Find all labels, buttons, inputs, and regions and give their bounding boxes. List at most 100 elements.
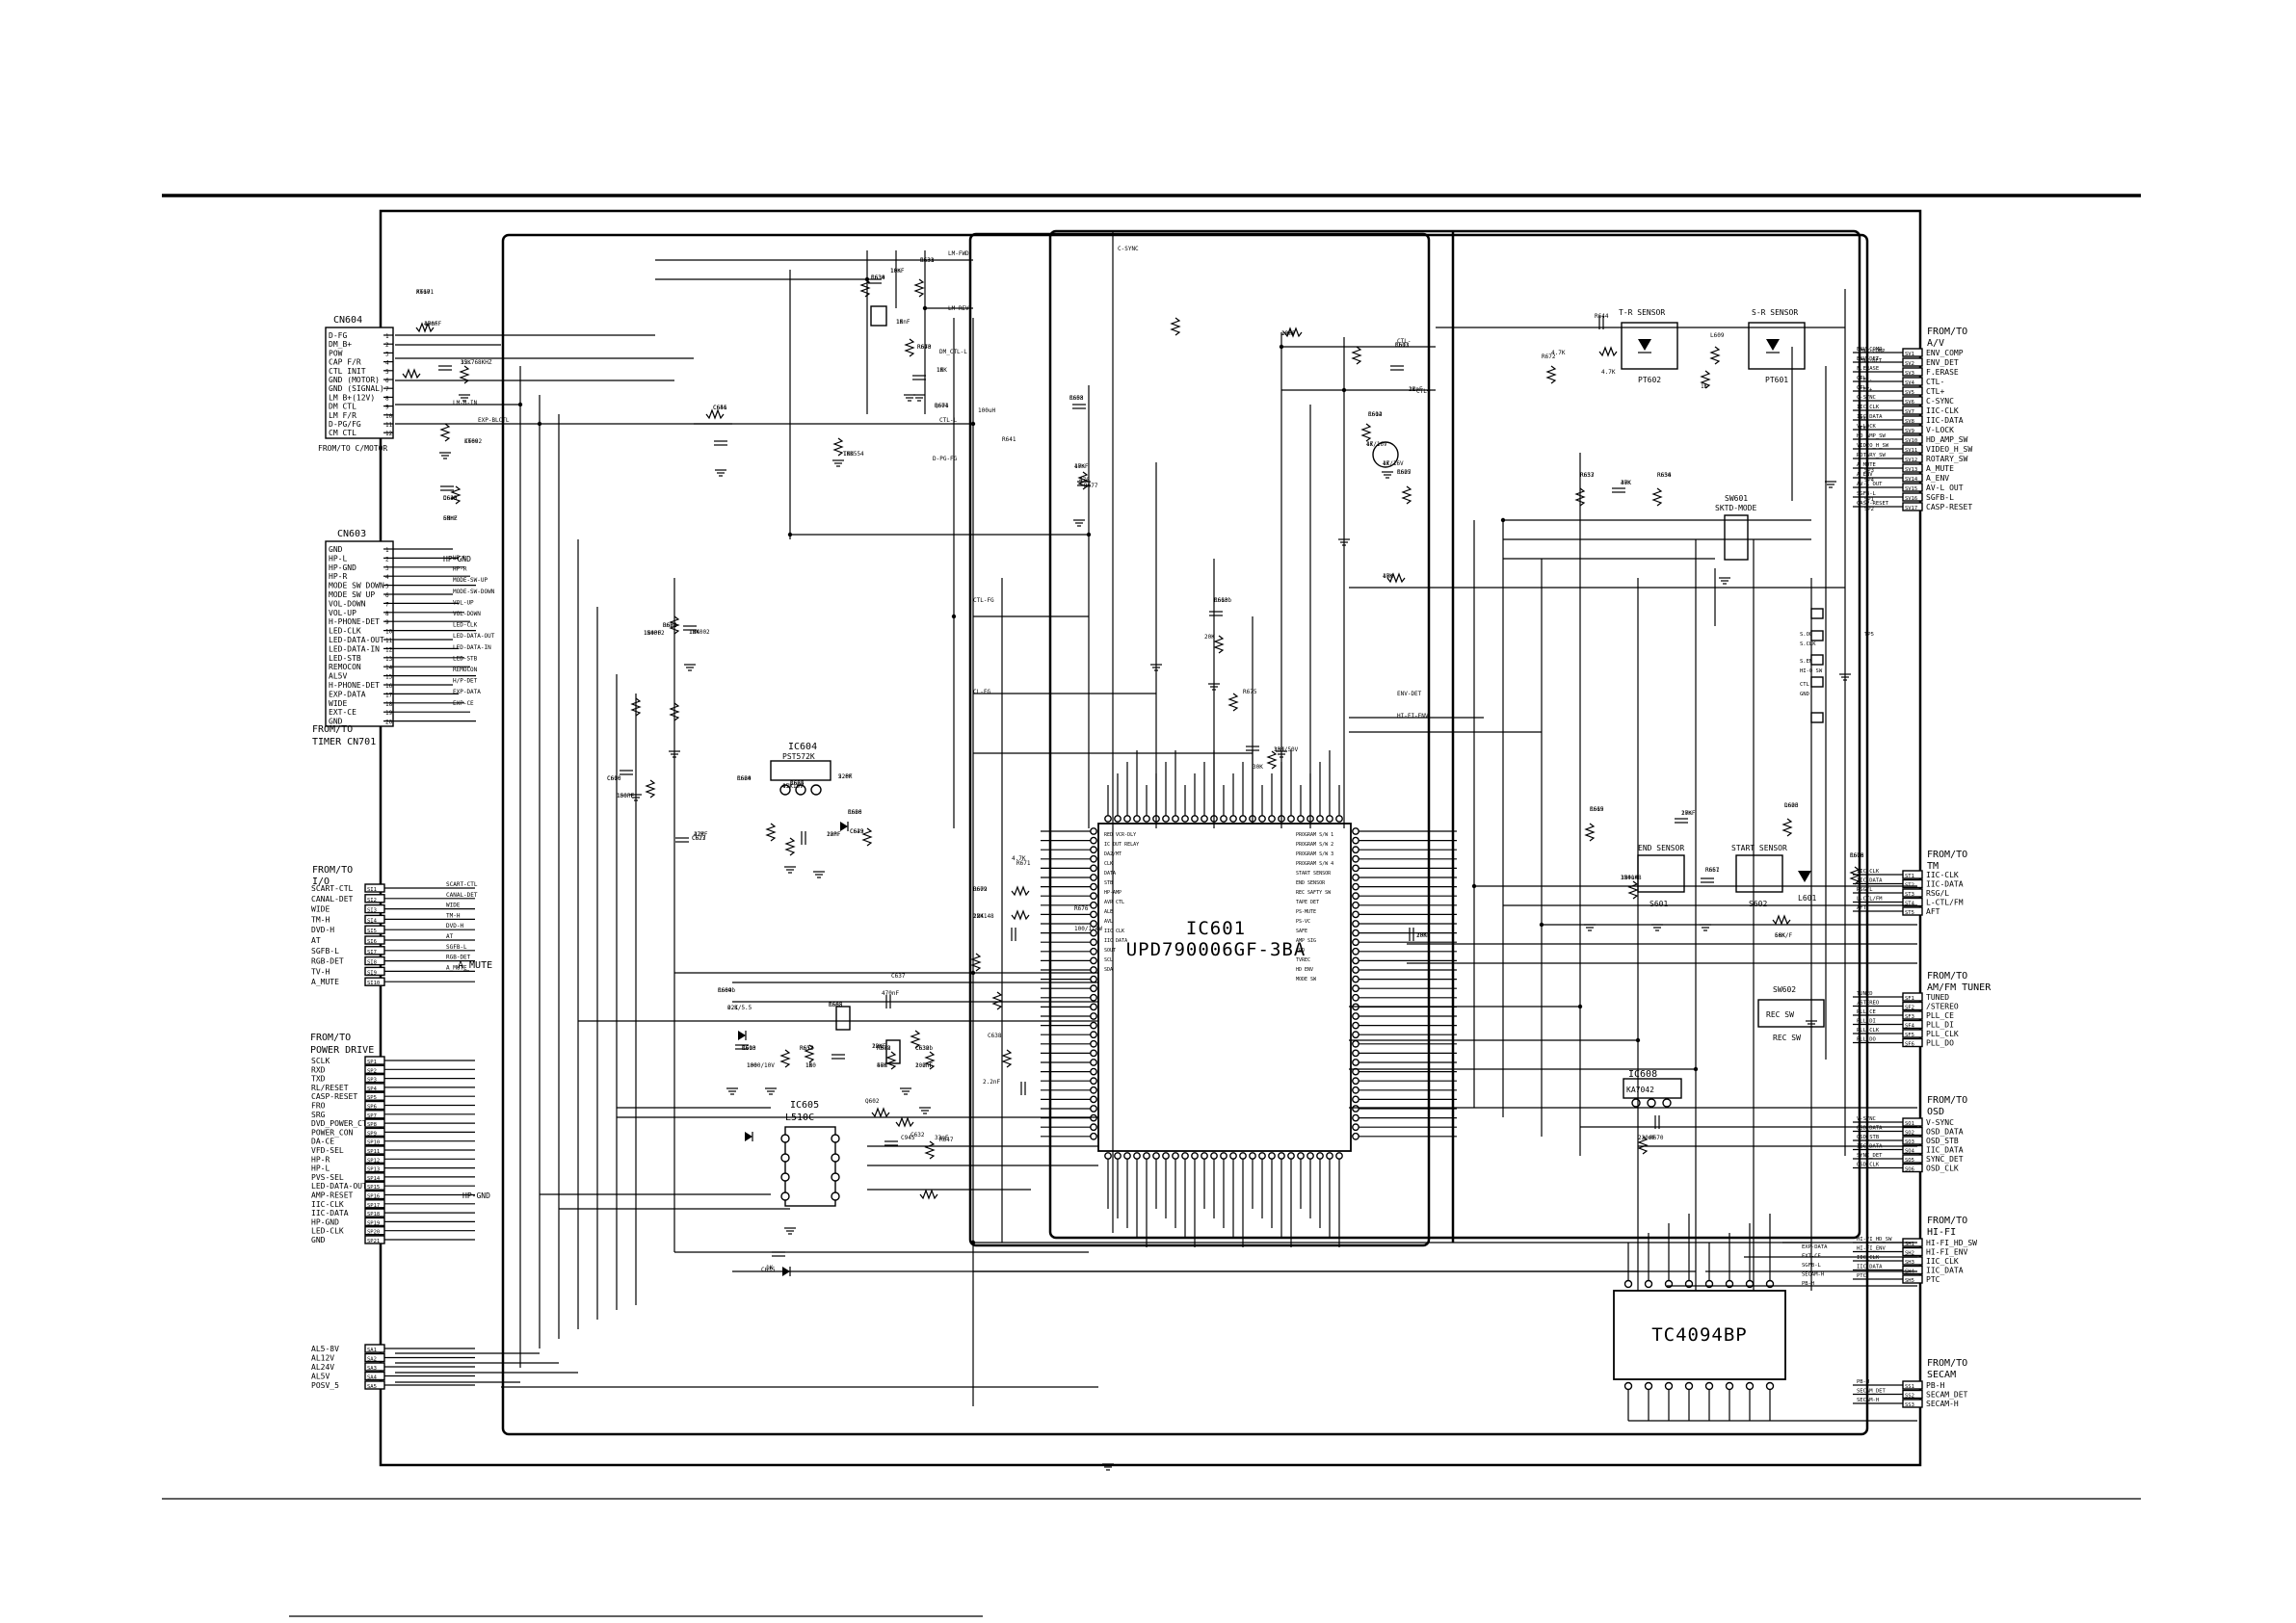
ic601-pin-bottom — [1239, 1152, 1247, 1160]
power-pin-id: SP3 — [367, 1078, 377, 1084]
ic601-right-text: HD ENV — [1296, 967, 1313, 973]
cn603-pin-label: HP-GND — [329, 563, 356, 572]
cn604-pin-label: CTL INIT — [329, 367, 366, 376]
component-value: 33nF — [935, 1135, 949, 1141]
tm-pin-label: RSG/L — [1926, 889, 1949, 898]
led-l601: L601 — [1798, 871, 1816, 903]
ic604-body — [770, 760, 831, 781]
cn604-pin-number: 2 — [385, 342, 389, 349]
cn604-pin-number: 12 — [385, 431, 393, 437]
ic601-pin-left — [1090, 1105, 1097, 1113]
component-value: 56K — [877, 1062, 887, 1069]
ic601-pin-left — [1090, 966, 1097, 974]
av-pin-net: SGFB-L — [1857, 491, 1877, 497]
component-ref: R668 — [829, 1002, 843, 1008]
component-value: 22PF — [694, 831, 708, 838]
cn603-pin-number: 6 — [385, 592, 389, 599]
junction-dot — [1539, 922, 1544, 928]
resistor-symbol — [913, 278, 925, 298]
s-sensor: S-R SENSOR PT601 — [1748, 308, 1806, 384]
ic601-pin-bottom — [1326, 1152, 1333, 1160]
io-pin-net: RGB-DET — [446, 955, 471, 961]
cn603-pin-number: 11 — [385, 638, 393, 644]
component-value: 22PF — [838, 773, 853, 780]
av-pin-net: CTL- — [1857, 376, 1869, 381]
ic601-pin-right — [1352, 892, 1359, 901]
component-value: 1K — [896, 319, 904, 326]
component-ref: R657 — [1580, 472, 1595, 479]
ic601-right-text: PS-MUTE — [1296, 909, 1316, 915]
power-pin-id: SP7 — [367, 1113, 377, 1119]
test-point-box — [1810, 712, 1824, 723]
ic601-pin-top — [1220, 815, 1227, 823]
resistor-symbol — [669, 615, 680, 635]
ic601-pin-bottom — [1258, 1152, 1266, 1160]
junction-dot — [970, 970, 976, 976]
component-value: 470nF — [882, 990, 899, 997]
cn603-pin-label: LED-CLK — [329, 627, 361, 636]
ic605-pin-left — [780, 1134, 790, 1143]
secam-pin-net: SECAM-H — [1857, 1398, 1879, 1403]
cn604-title: CN604 — [333, 315, 362, 326]
net-label-mid: CTL-FG — [973, 597, 994, 604]
resistor-symbol — [779, 1049, 791, 1068]
cn603-pin-label: H-PHONE-DET — [329, 681, 380, 690]
osd-header-1: FROM/TO — [1927, 1095, 1967, 1106]
component-value: 10nF — [890, 268, 905, 275]
cn603-pin-number: 2 — [385, 556, 389, 563]
ic601-body — [1097, 823, 1352, 1152]
component-ref: C627 — [692, 835, 706, 842]
cn603-net-label: LED-STB — [453, 655, 478, 662]
ic601-pin-right — [1352, 864, 1359, 873]
power-header-1: FROM/TO — [310, 1033, 351, 1043]
board-frame — [379, 209, 1922, 1467]
component-value: 470 — [1079, 477, 1090, 484]
ic601-pin-top — [1191, 815, 1199, 823]
t-sensor-diode — [1638, 339, 1651, 351]
ic601-pin-top — [1287, 815, 1295, 823]
tm-pin-label: IIC-CLK — [1926, 871, 1959, 879]
component-ref: C646 — [713, 405, 727, 411]
cn603-pin-number: 9 — [385, 619, 389, 626]
component-value: 10K — [1274, 746, 1284, 753]
net-label-top: LM-FWD — [948, 250, 969, 257]
tuner-pin-id: SF3 — [1905, 1014, 1914, 1020]
osd-pin-net: OSD_CLK — [1857, 1163, 1880, 1168]
resistor-symbol — [1011, 909, 1030, 921]
component-value: 100nF — [617, 793, 634, 799]
component-ref: C624 — [790, 780, 805, 787]
resistor-symbol — [919, 1189, 938, 1200]
sw602-label: SW602 — [1773, 985, 1796, 994]
av-pin-id: SV13 — [1905, 467, 1917, 473]
cn604-pin-label: GND (SIGNAL) — [329, 384, 384, 393]
component-value: 10nF — [896, 319, 910, 326]
net-label-mid: CTL+ — [1416, 388, 1431, 395]
cn604-pin-number: 4 — [385, 360, 389, 367]
tuner-pin-id: SF5 — [1905, 1033, 1914, 1038]
power-pin-id: SP8 — [367, 1122, 377, 1128]
power-pin-label: IIC-DATA — [311, 1209, 349, 1217]
ic601-left-text: IIC CLK — [1104, 929, 1124, 934]
av-pin-net: CTL+ — [1857, 385, 1870, 391]
ic601-pin-right — [1352, 874, 1359, 881]
ic601-pin-bottom — [1229, 1152, 1237, 1160]
power-pin-id: SP10 — [367, 1140, 380, 1146]
component-value: 1K — [766, 1265, 774, 1271]
resistor-symbol — [1401, 485, 1412, 505]
cn603-pin-number: 10 — [385, 629, 393, 636]
hifi-pin-label: HI-FI_HD_SW — [1926, 1239, 1977, 1247]
component-value: 68nF — [443, 515, 458, 522]
cn603-net-label: HP-R — [453, 566, 467, 573]
component-ref: C645 — [443, 495, 458, 502]
resistor-symbol — [804, 1044, 815, 1063]
junction-dot — [1693, 1066, 1699, 1072]
cn603-pin-label: WIDE — [329, 699, 347, 708]
av-header-2: A/V — [1927, 338, 1944, 349]
power-lower-pin-id: SA4 — [367, 1375, 378, 1381]
component-ref: R614 — [1368, 411, 1383, 418]
tuner-pin-net: PLL_DO — [1857, 1037, 1876, 1043]
cn604-pin-label: DM_B+ — [329, 340, 352, 349]
ic601-pin-right — [1352, 1049, 1359, 1058]
